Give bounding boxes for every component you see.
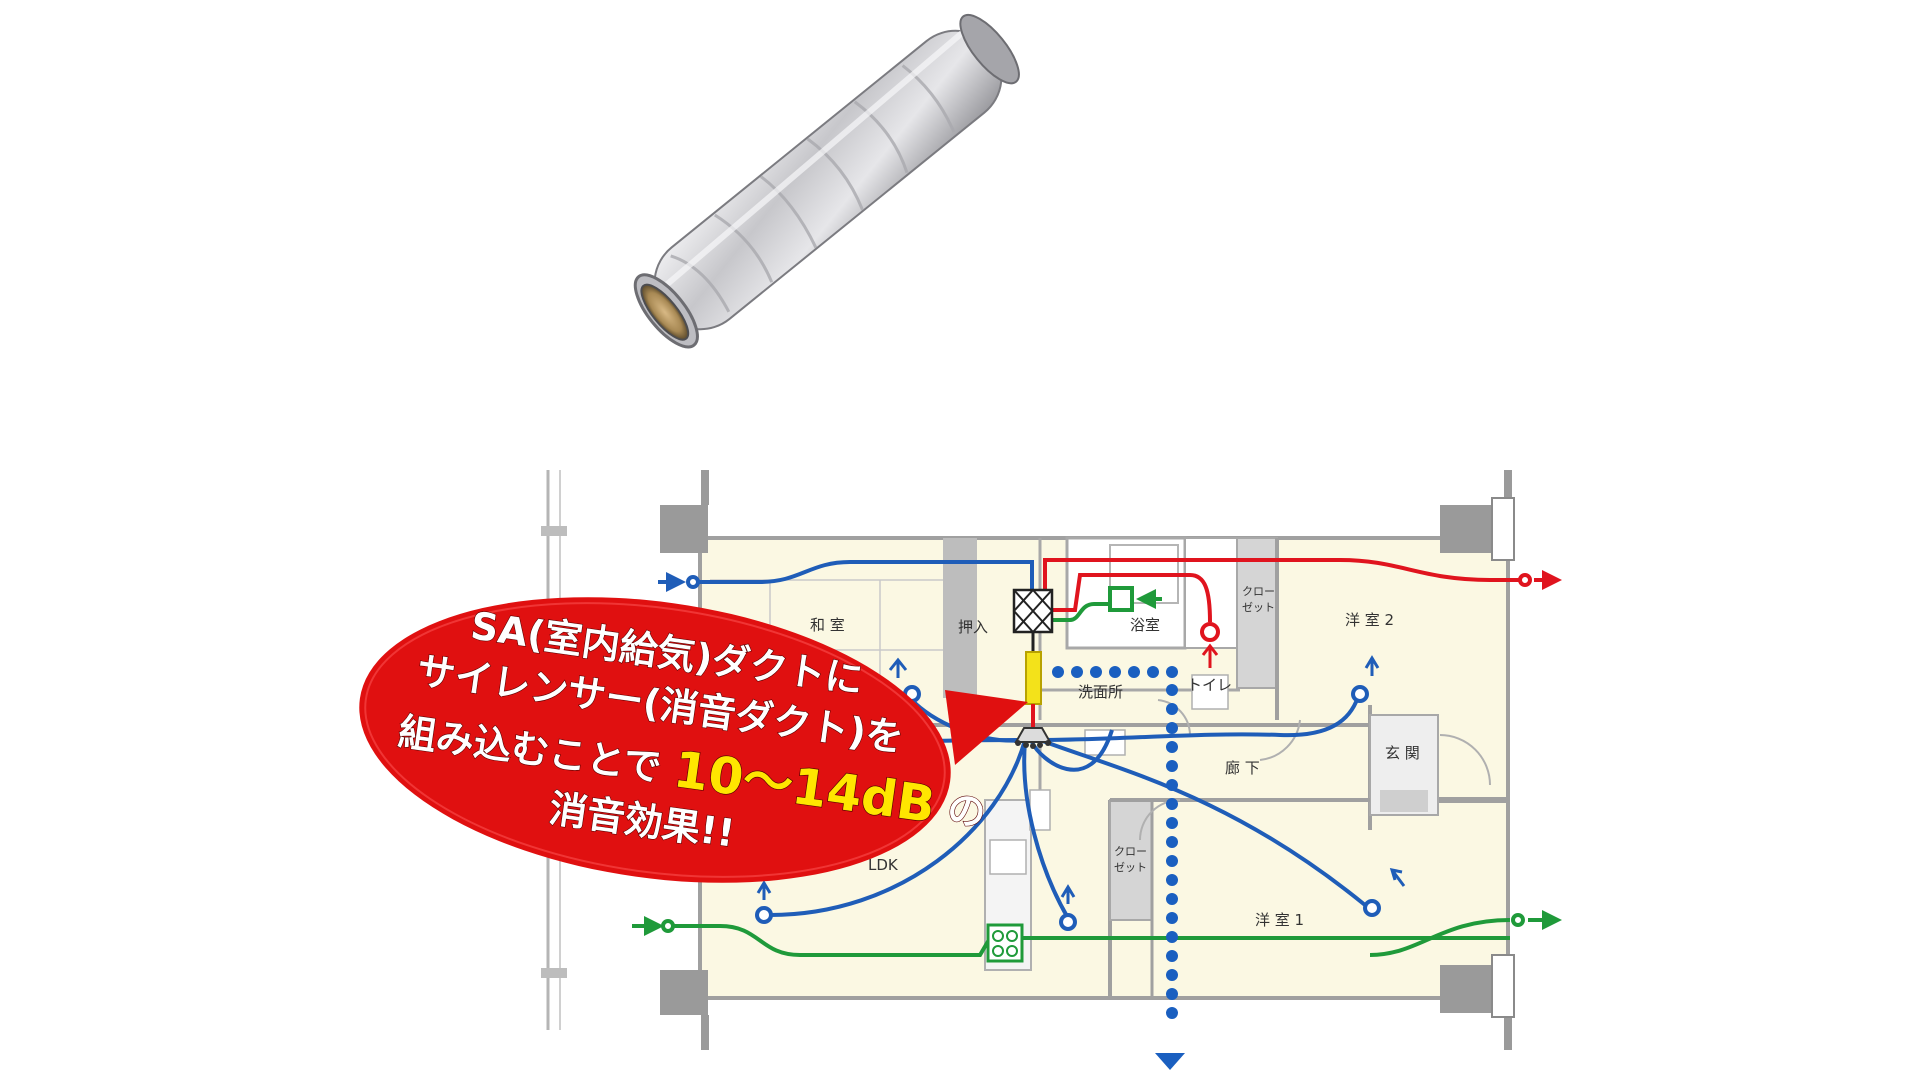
sound-path-dot (1166, 722, 1178, 734)
room-label-genkan: 玄 関 (1385, 744, 1420, 762)
closet-top-line1: クロー (1242, 585, 1275, 598)
supply-distributor (1014, 727, 1052, 749)
sound-path-dot (1052, 666, 1064, 678)
sound-path-dot (1166, 817, 1178, 829)
sound-path-dot (1166, 969, 1178, 981)
room-label-yoshitsu2: 洋 室 2 (1345, 611, 1394, 629)
silencer-duct-marker (1025, 651, 1042, 705)
room-label-oshiire: 押入 (958, 618, 988, 636)
sound-path-dot (1166, 741, 1178, 753)
sound-path-dot (1166, 836, 1178, 848)
sound-path-dot (1071, 666, 1083, 678)
sound-path-dot (1090, 666, 1102, 678)
closet-top-line2: ゼット (1242, 601, 1275, 614)
room-label-closet-mid: クロー ゼット (1114, 845, 1151, 874)
sound-path-dots (1052, 666, 1178, 1019)
sound-path-dot (1166, 779, 1178, 791)
room-labels: 和 室 押入 浴室 クロー ゼット 洋 室 2 洗面所 トイレ 廊 下 玄 関 … (810, 585, 1420, 929)
sound-path-dot (1166, 798, 1178, 810)
sound-path-dot (1166, 1007, 1178, 1019)
room-label-yoshitsu1: 洋 室 1 (1255, 911, 1304, 929)
sound-path-dot (1128, 666, 1140, 678)
sound-path-dot (1166, 988, 1178, 1000)
sound-path-dot (1166, 703, 1178, 715)
sound-path-dot (1166, 684, 1178, 696)
room-label-senmenjo: 洗面所 (1078, 683, 1123, 701)
room-label-toilet: トイレ (1187, 676, 1232, 694)
heat-exchanger-unit (1012, 588, 1054, 634)
sound-path-dot (1147, 666, 1159, 678)
callout-bubble: SA(室内給気)ダクトに サイレンサー(消音ダクト)を 組み込むことで 10～1… (359, 597, 1028, 883)
sound-path-dot (1166, 874, 1178, 886)
sound-path-dot (1166, 666, 1178, 678)
sound-path-arrow (1155, 1053, 1185, 1070)
room-label-yokushitsu: 浴室 (1130, 616, 1160, 634)
sound-path-dot (1166, 950, 1178, 962)
sound-path-dot (1109, 666, 1121, 678)
sound-path-dot (1166, 931, 1178, 943)
callout-line-3-suffix: の (945, 787, 989, 836)
room-label-rouka: 廊 下 (1225, 759, 1260, 777)
sound-path-dot (1166, 855, 1178, 867)
sound-path-dot (1166, 760, 1178, 772)
room-label-closet-top: クロー ゼット (1242, 585, 1279, 614)
green-ducts (632, 586, 1562, 963)
closet-mid-line1: クロー (1114, 845, 1147, 858)
silencer-duct-product-image (633, 13, 1020, 349)
exhaust-air-ducts (1043, 558, 1562, 668)
room-label-washitsu: 和 室 (810, 616, 845, 634)
sound-path-dot (1166, 912, 1178, 924)
sound-path-dot (1166, 893, 1178, 905)
room-label-ldk: LDK (868, 856, 899, 874)
closet-mid-line2: ゼット (1114, 861, 1147, 874)
